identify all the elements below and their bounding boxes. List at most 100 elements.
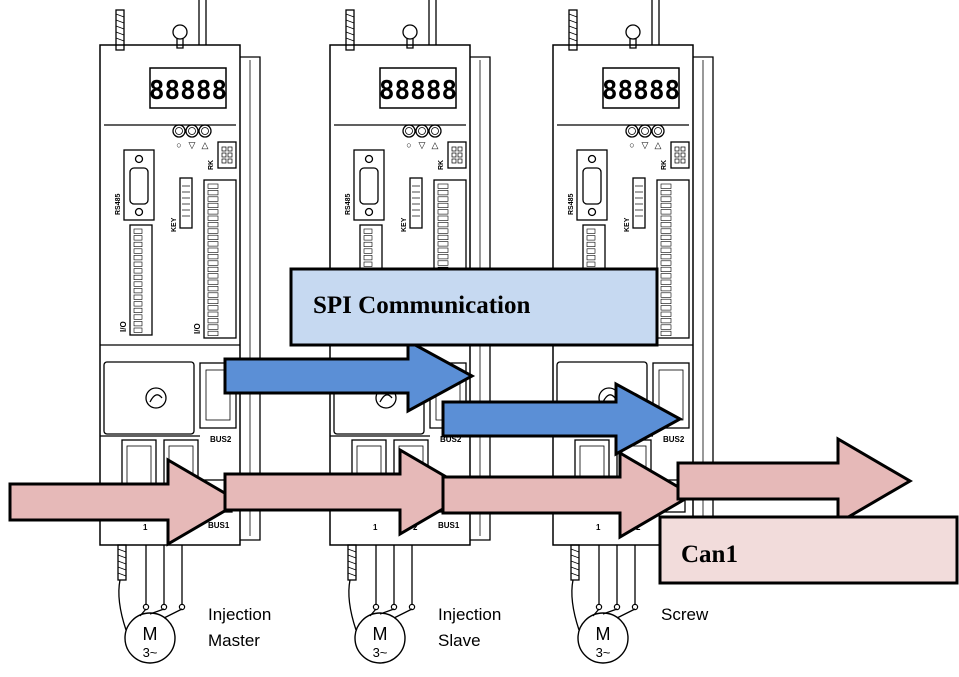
can-box [658,515,959,585]
display-digits: 88888 [149,76,227,106]
motor-label: Injection [208,605,271,624]
io-pin [660,318,672,324]
rk-pin [221,152,227,158]
io-pin [437,254,449,260]
io-pin [363,241,373,247]
io-pin [437,209,449,215]
io-label: I/O [193,323,202,334]
io-pin [586,261,596,267]
io-terminal-right [656,179,690,339]
io-pin [586,255,596,261]
wire-terminal [142,603,150,611]
io-pin [660,305,672,311]
bus2-socket [205,369,231,421]
rk-pin [674,146,680,152]
stud-thread [568,19,578,24]
io-pin [207,298,219,305]
io-pin [660,202,672,208]
io-pin [207,260,219,266]
key-label: KEY [401,217,408,232]
motor-symbol [354,612,406,664]
rk-pin [457,146,463,152]
io-pin [437,202,449,208]
rk-pin [451,158,457,164]
rk-pin [680,158,686,164]
stud-thread [115,19,125,24]
io-pin [437,228,449,234]
can-label: Can1 [681,541,738,568]
rk-pin [451,152,457,158]
rs485-socket [129,167,149,205]
rk-pin [227,146,233,152]
mount-stud [570,544,580,581]
io-pin [437,190,449,196]
io-pin [660,247,672,253]
rs485-screw [587,207,597,217]
connector-number: 1 [373,523,378,532]
panel-button-inner [188,127,196,135]
io-pin [437,196,449,202]
stud-thread [345,13,355,18]
display-digits: 88888 [379,76,457,106]
io-pin [660,196,672,202]
io-pin [207,247,219,253]
mount-stud [568,9,578,51]
motor-letter: M [143,624,158,644]
stud-thread [570,572,580,577]
bus2-port [199,362,237,429]
io-pin [207,215,219,221]
stud-thread [345,19,355,24]
rs485-port [353,149,385,221]
io-pin [660,215,672,221]
motor-label: Screw [661,605,709,624]
io-pin [207,241,219,247]
wire-terminal [178,603,186,611]
mount-stud [347,544,357,581]
io-pin [660,228,672,234]
io-pin [207,330,219,337]
side-heatsink [240,56,261,541]
io-pin [437,183,449,189]
stud-thread [345,37,355,42]
stud-thread [115,31,125,36]
rs485-socket [359,167,379,205]
display-panel [379,67,457,109]
io-pin [207,279,219,285]
panel-button-inner [641,127,649,135]
rk-pin [221,158,227,164]
wire-terminal [595,603,603,611]
io-pin [586,228,596,234]
stud-thread [570,560,580,565]
stud-thread [570,554,580,559]
panel-button-inner [431,127,439,135]
io-pin [133,281,143,287]
stud-thread [115,25,125,30]
io-pin [133,261,143,267]
io-pin [660,209,672,215]
cover-screw [145,387,167,409]
ground-wire [118,579,127,631]
stud-thread [568,31,578,36]
stud-thread [115,37,125,42]
rs485-label: RS485 [115,193,122,215]
mount-stud [117,544,127,581]
button-mark: ○ [629,140,634,150]
connector-number: 1 [143,523,148,532]
rk-pin [221,146,227,152]
panel-button [428,124,442,138]
io-pin [133,228,143,234]
panel-button-inner [418,127,426,135]
button-mark: ○ [176,140,181,150]
io-pin [133,274,143,281]
rs485-screw [134,154,144,164]
io-pin [133,255,143,261]
io-pin [207,318,219,324]
rs485-socket [582,167,602,205]
io-pin [133,321,143,327]
io-pin [207,273,219,279]
io-pin [660,266,672,273]
io-pin [437,222,449,228]
rs485-port [123,149,155,221]
stud-thread [117,566,127,571]
panel-button-inner [405,127,413,135]
